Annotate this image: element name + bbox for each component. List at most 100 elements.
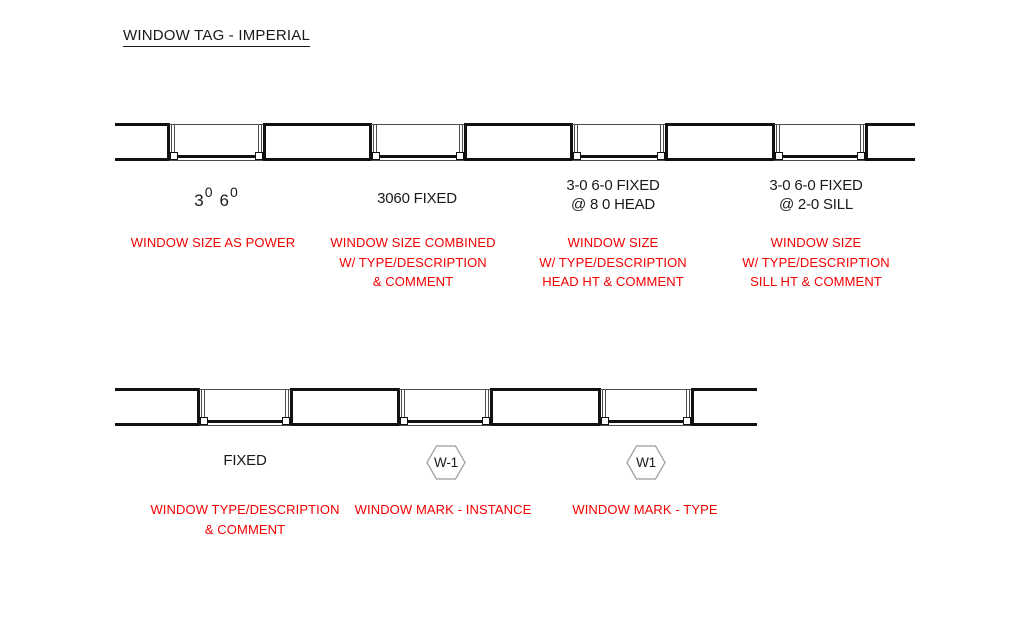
window-frame-block [573, 152, 581, 160]
window-frame-block [456, 152, 464, 160]
label-window-size-sill: WINDOW SIZE W/ TYPE/DESCRIPTION SILL HT … [666, 233, 966, 292]
label-window-size-combined: WINDOW SIZE COMBINED W/ TYPE/DESCRIPTION… [263, 233, 563, 292]
window-opening [572, 123, 666, 161]
window-jamb-line [401, 389, 405, 419]
window-head-line [371, 124, 465, 125]
label-line: W/ TYPE/DESCRIPTION [539, 254, 687, 270]
window-frame-block [683, 417, 691, 425]
window-sill-line [403, 420, 487, 423]
tag-line: @ 2-0 SILL [778, 196, 854, 213]
window-frame-block [657, 152, 665, 160]
window-head-line [199, 389, 291, 390]
window-frame-block [400, 417, 408, 425]
tag-line: 3-0 6-0 FIXED [566, 177, 660, 194]
window-jamb-line [660, 124, 664, 154]
label-line: W/ TYPE/DESCRIPTION [742, 254, 890, 270]
tag-width-sup: 0 [204, 184, 213, 200]
window-frame-block [372, 152, 380, 160]
label-window-type-description: WINDOW TYPE/DESCRIPTION & COMMENT [95, 500, 395, 539]
window-jamb-line [686, 389, 690, 419]
window-jamb-line [171, 124, 175, 154]
label-line: WINDOW SIZE [770, 235, 862, 250]
window-head-line [169, 124, 264, 125]
hex-mark-value: W-1 [434, 455, 458, 470]
window-jamb-line [201, 389, 205, 419]
wall-segment [263, 123, 372, 161]
window-bottom-line [774, 160, 866, 161]
window-bottom-line [572, 160, 666, 161]
window-head-line [572, 124, 666, 125]
wall-section-row1 [115, 123, 915, 161]
window-head-line [774, 124, 866, 125]
window-frame-block [282, 417, 290, 425]
tag-line: FIXED [223, 452, 267, 469]
tag-line: @ 8 0 HEAD [570, 196, 656, 213]
wall-segment [490, 388, 601, 426]
window-mark-type-hex: W1 [626, 444, 666, 481]
window-frame-block [775, 152, 783, 160]
window-frame-block [255, 152, 263, 160]
wall-segment [290, 388, 400, 426]
window-bottom-line [399, 425, 491, 426]
label-line: WINDOW TYPE/DESCRIPTION [150, 502, 340, 517]
window-opening [169, 123, 264, 161]
window-jamb-line [574, 124, 578, 154]
label-line: W/ TYPE/DESCRIPTION [339, 254, 487, 270]
label-line: HEAD HT & COMMENT [542, 274, 684, 289]
window-tag-sill-height: 3-0 6-0 FIXED @ 2-0 SILL [706, 176, 926, 214]
window-sill-line [203, 420, 287, 423]
window-head-line [600, 389, 692, 390]
window-sill-line [173, 155, 260, 158]
wall-segment [865, 123, 915, 161]
label-line: WINDOW SIZE COMBINED [330, 235, 496, 250]
window-jamb-line [602, 389, 606, 419]
hexagon-outline-icon [426, 445, 466, 480]
window-sill-line [604, 420, 688, 423]
label-line: & COMMENT [204, 521, 286, 537]
window-frame-block [482, 417, 490, 425]
window-mark-instance-hex: W-1 [426, 444, 466, 481]
wall-segment [665, 123, 775, 161]
wall-segment [691, 388, 757, 426]
tag-line: 3-0 6-0 FIXED [769, 177, 863, 194]
window-jamb-line [285, 389, 289, 419]
tag-width-value: 3 [194, 191, 204, 210]
label-window-size-head: WINDOW SIZE W/ TYPE/DESCRIPTION HEAD HT … [463, 233, 763, 292]
window-sill-line [778, 155, 862, 158]
label-line: WINDOW MARK - INSTANCE [354, 502, 532, 517]
label-line: & COMMENT [372, 274, 454, 289]
label-window-size-as-power: WINDOW SIZE AS POWER [63, 233, 363, 253]
window-bottom-line [600, 425, 692, 426]
window-frame-block [200, 417, 208, 425]
window-tag-size-combined: 3060 FIXED [307, 189, 527, 208]
window-opening [774, 123, 866, 161]
wall-segment [115, 388, 200, 426]
hex-mark-value: W1 [636, 455, 656, 470]
window-opening [199, 388, 291, 426]
label-window-mark-type: WINDOW MARK - TYPE [495, 500, 795, 520]
label-line: WINDOW SIZE [567, 235, 659, 250]
label-line: WINDOW SIZE AS POWER [130, 235, 296, 250]
window-sill-line [375, 155, 461, 158]
tag-height-sup: 0 [229, 184, 238, 200]
window-bottom-line [169, 160, 264, 161]
wall-section-row2 [115, 388, 757, 426]
tag-height-value: 6 [219, 191, 229, 210]
window-tag-head-height: 3-0 6-0 FIXED @ 8 0 HEAD [503, 176, 723, 214]
window-frame-block [170, 152, 178, 160]
window-frame-block [857, 152, 865, 160]
window-jamb-line [485, 389, 489, 419]
window-jamb-line [373, 124, 377, 154]
window-jamb-line [258, 124, 262, 154]
tag-line: 3060 FIXED [377, 190, 457, 207]
window-opening [399, 388, 491, 426]
drawing-title: WINDOW TAG - IMPERIAL [123, 27, 310, 47]
label-line: SILL HT & COMMENT [750, 274, 882, 289]
window-jamb-line [776, 124, 780, 154]
window-head-line [399, 389, 491, 390]
label-line: WINDOW MARK - TYPE [572, 502, 718, 517]
window-opening [371, 123, 465, 161]
window-bottom-line [199, 425, 291, 426]
